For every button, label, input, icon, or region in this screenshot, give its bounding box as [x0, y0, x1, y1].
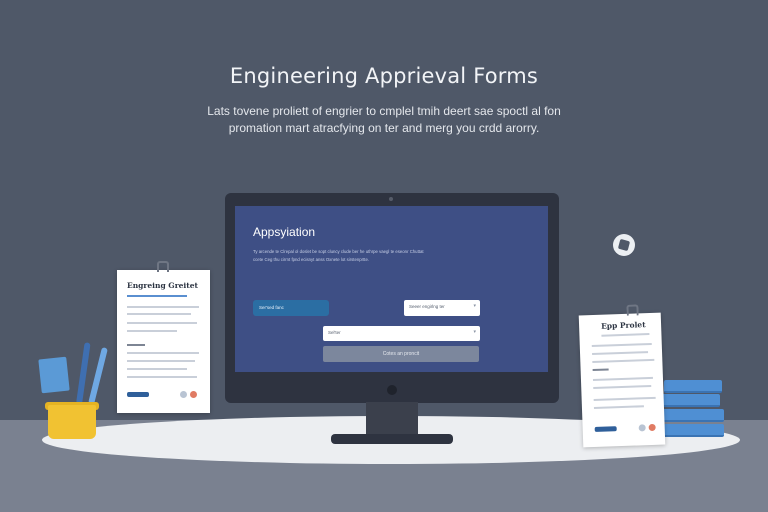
stamp-icon	[638, 424, 646, 432]
stamp-icon	[180, 391, 187, 398]
screen-title: Appsyiation	[253, 225, 316, 239]
monitor: Appsyiation Ty arcende te Clrepal ol dos…	[225, 193, 559, 403]
page-title: Engineering Apprieval Forms	[229, 64, 539, 88]
camera-icon	[389, 197, 393, 201]
document-title: Epp Prolet	[600, 320, 646, 331]
help-icon	[617, 238, 631, 252]
paper-clip-icon	[626, 304, 639, 316]
folder-stack-item	[662, 409, 724, 422]
monitor-stand	[366, 402, 418, 436]
chevron-down-icon: ▾	[473, 329, 476, 335]
engineering-select[interactable]: Seeer engirlng ter ▾	[404, 300, 480, 316]
field-value: Sel'ter	[328, 330, 341, 335]
document-submit-pill	[127, 392, 149, 397]
folder-stack-item	[660, 394, 720, 407]
form-document-right: Epp Prolet	[578, 304, 666, 448]
help-button[interactable]	[613, 234, 635, 256]
folder-stack-item	[660, 424, 724, 437]
document-submit-pill	[594, 426, 617, 432]
field-value: Seeer engirlng ter	[409, 304, 445, 309]
document-title: Engreing Greitet	[127, 281, 198, 290]
chevron-down-icon: ▾	[473, 303, 476, 309]
seal-icon	[190, 391, 197, 398]
pencil-icon	[88, 346, 108, 405]
form-document-left: Engreing Greitet	[117, 261, 210, 413]
folder-stack-item	[664, 380, 722, 393]
screen-description: Ty arcende te Clrepal ol doslet be sopt …	[253, 249, 424, 262]
pen-icon	[76, 342, 91, 405]
sticky-note	[38, 356, 70, 394]
monitor-base	[331, 434, 453, 444]
monitor-screen: Appsyiation Ty arcende te Clrepal ol dos…	[235, 206, 548, 372]
submit-button[interactable]: Cotes an proncit	[323, 346, 479, 362]
seal-icon	[648, 423, 656, 432]
paper-clip-icon	[157, 261, 169, 272]
power-button[interactable]	[387, 385, 397, 395]
primary-button[interactable]: Ser'sed fanc	[253, 300, 329, 316]
pen-holder	[48, 405, 96, 439]
type-select[interactable]: Sel'ter ▾	[323, 326, 480, 341]
page-subtitle: Lats tovene proliett of engrier to cmple…	[207, 104, 561, 135]
